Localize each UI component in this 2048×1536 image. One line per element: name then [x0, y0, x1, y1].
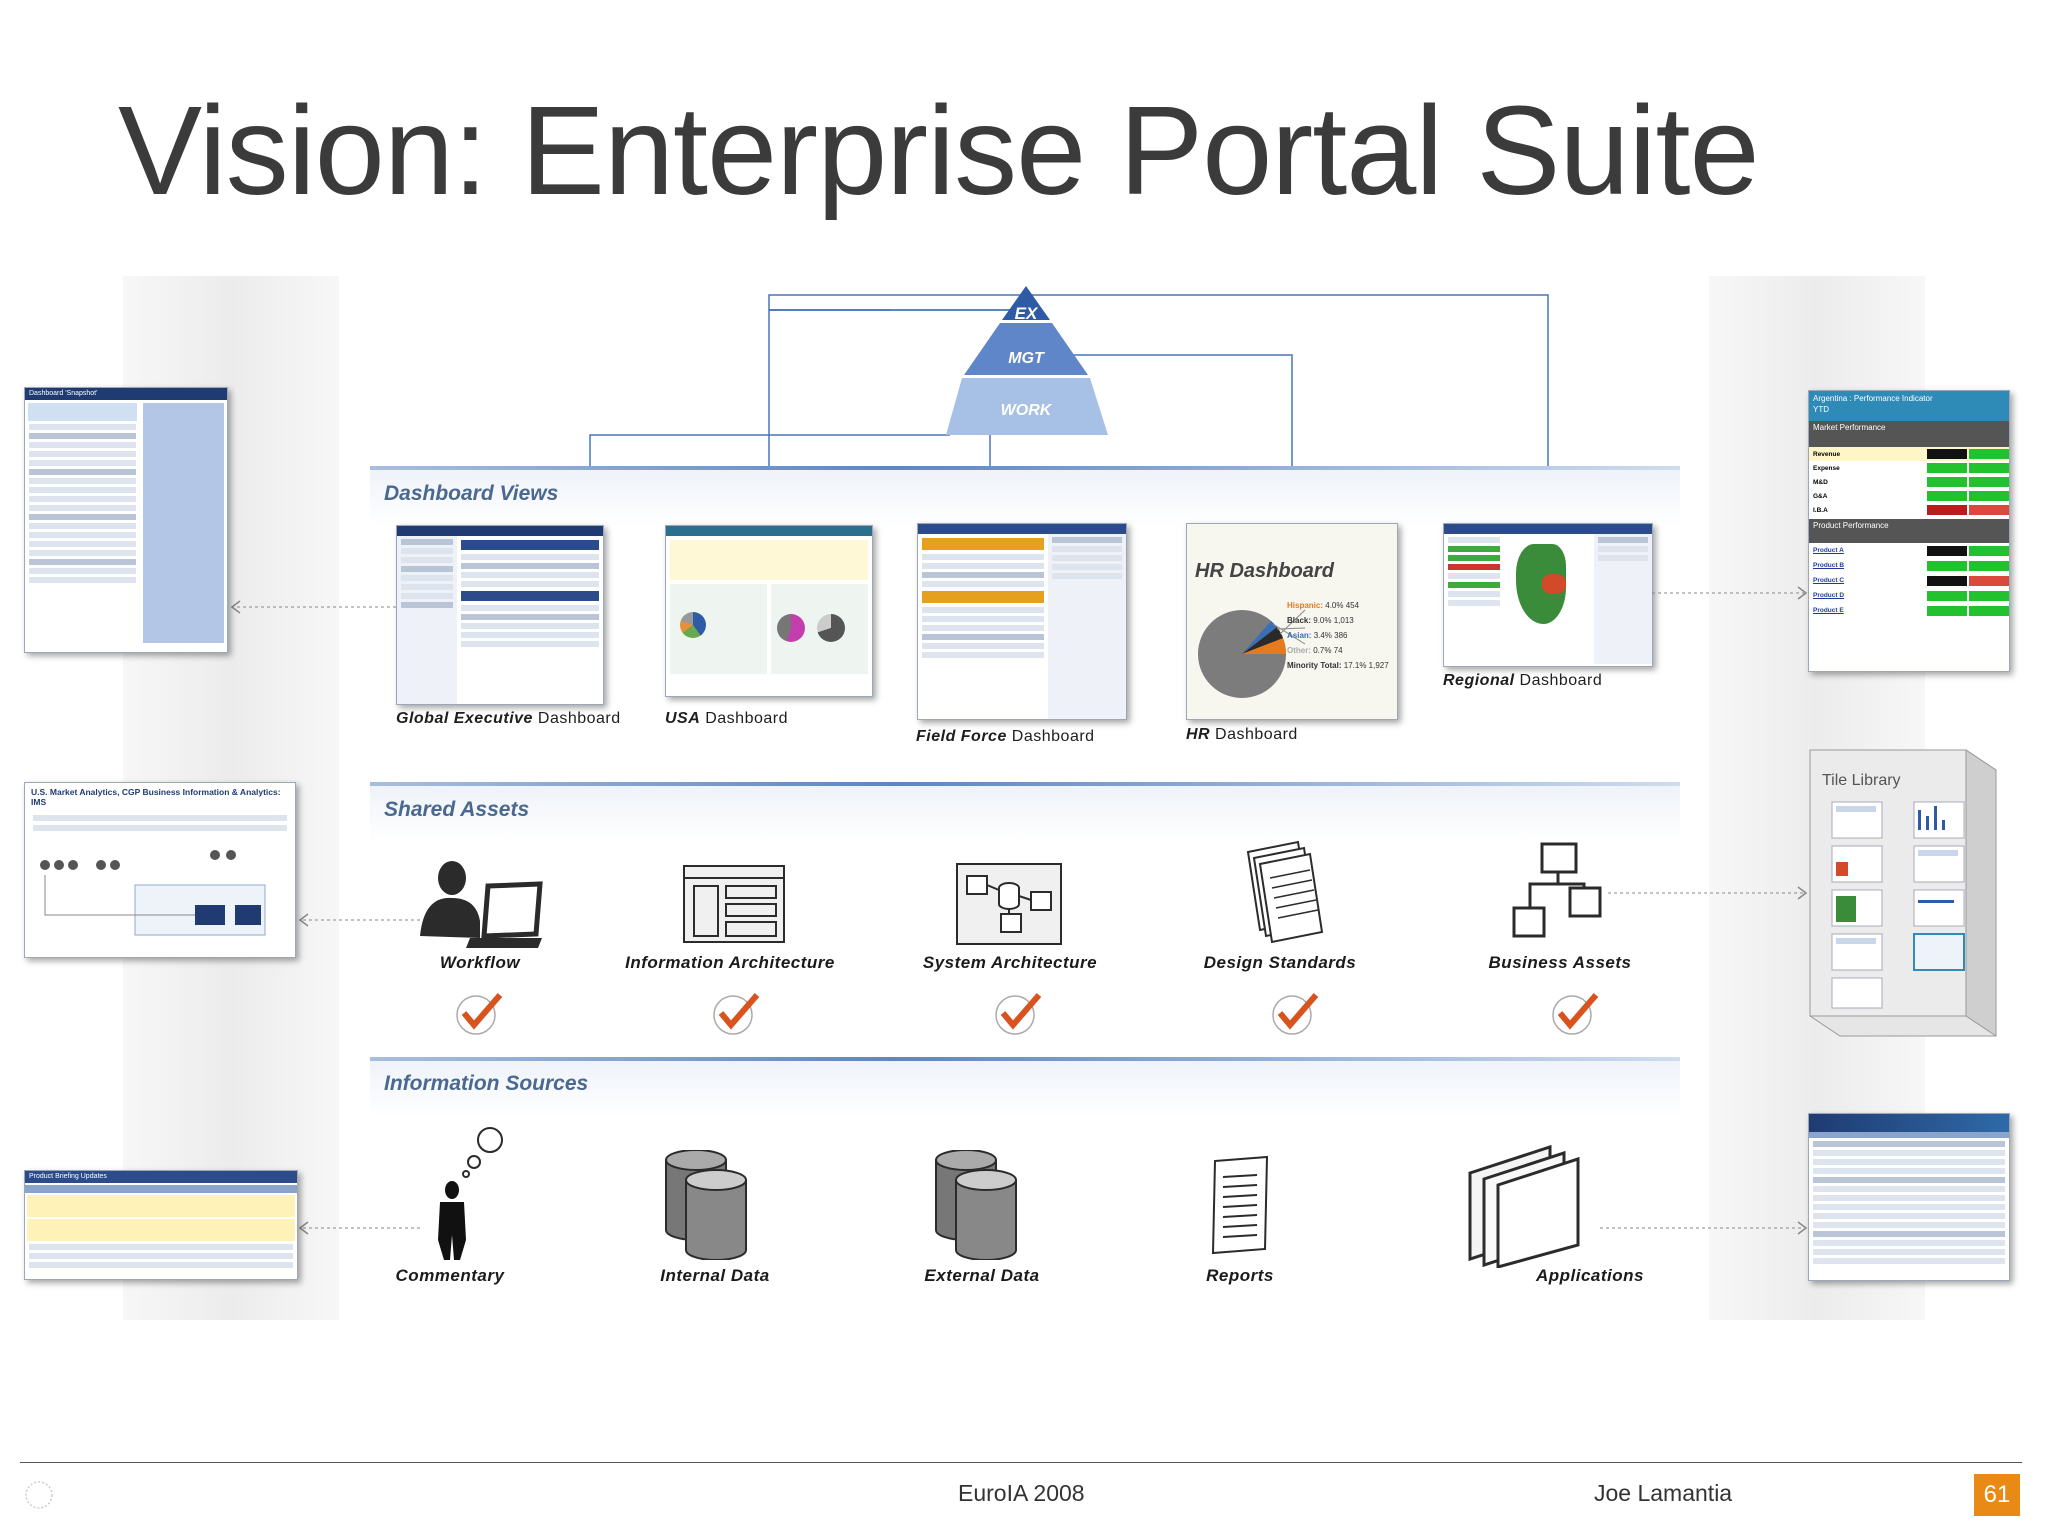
connector-line-usa [761, 309, 1028, 520]
dashboard-snapshot-document-thumbnail[interactable]: Dashboard 'Snapshot' [24, 387, 228, 653]
applications-icon [1468, 1144, 1580, 1268]
information-architecture-icon [683, 865, 785, 943]
caption-hr-dashboard: HR Dashboard [1186, 726, 1298, 743]
external-data-icon [935, 1150, 1017, 1260]
checkmark-icon [995, 993, 1042, 1035]
caption-field-force-dashboard: Field Force Dashboard [916, 728, 1095, 745]
footer-event: EuroIA 2008 [958, 1480, 1085, 1506]
source-label-reports: Reports [1206, 1266, 1274, 1285]
slide-title: Vision: Enterprise Portal Suite [118, 80, 1760, 221]
applications-screenshot-thumbnail[interactable] [1808, 1113, 2010, 1281]
caption-global-executive-dashboard: Global Executive Dashboard [396, 710, 621, 727]
tile-library-title: Tile Library [1822, 772, 1901, 789]
footer-author: Joe Lamantia [1594, 1480, 1733, 1506]
section-title-dashboard-views: Dashboard Views [384, 482, 559, 505]
asset-label-business-assets: Business Assets [1488, 953, 1632, 972]
checkmark-icon [1552, 993, 1599, 1035]
pyramid-mgt [964, 323, 1088, 375]
field-force-dashboard-thumbnail[interactable] [917, 523, 1127, 720]
system-architecture-icon [956, 863, 1062, 945]
section-title-shared-assets: Shared Assets [384, 798, 530, 821]
section-title-information-sources: Information Sources [384, 1072, 589, 1095]
design-standards-icon [1246, 840, 1324, 944]
reports-icon [1211, 1155, 1269, 1255]
commentary-person-icon [438, 1127, 503, 1260]
market-analytics-thumbnail[interactable]: U.S. Market Analytics, CGP Business Info… [24, 782, 296, 958]
asset-label-workflow: Workflow [439, 953, 521, 972]
global-executive-dashboard-thumbnail[interactable] [396, 525, 604, 705]
checkmark-icon [713, 993, 760, 1035]
source-label-commentary: Commentary [395, 1266, 505, 1285]
section-divider [370, 1057, 1680, 1061]
pyramid-label-mgt: MGT [1008, 350, 1045, 367]
checkmark-icon [456, 993, 503, 1035]
source-label-applications: Applications [1535, 1266, 1644, 1285]
checkmark-icon [1272, 993, 1319, 1035]
pyramid-label-ex: EX [1015, 304, 1039, 323]
pyramid-work [946, 378, 1108, 435]
caption-usa-dashboard: USA Dashboard [665, 710, 788, 727]
perf-title: Argentina : Performance Indicator [1813, 394, 1933, 403]
analytics-flow-diagram [40, 850, 266, 936]
market-performance-header: Market Performance [1809, 421, 2009, 447]
internal-data-icon [665, 1150, 747, 1260]
footer-divider [20, 1462, 2022, 1463]
tile-library-box[interactable] [1806, 740, 2002, 1040]
caption-regional-dashboard: Regional Dashboard [1443, 672, 1603, 689]
hr-dashboard-thumbnail[interactable]: HR Dashboard Hispanic: 4.0% 454 Black: 9… [1186, 523, 1398, 720]
section-divider [370, 782, 1680, 786]
pyramid-ex [1002, 286, 1050, 320]
hr-thumbnail-title: HR Dashboard [1195, 560, 1334, 582]
regional-dashboard-thumbnail[interactable] [1443, 523, 1653, 667]
information-sources-section [370, 1057, 1680, 1317]
product-briefing-thumbnail[interactable]: Product Briefing Updates [24, 1170, 298, 1280]
source-label-internal-data: Internal Data [660, 1266, 770, 1285]
asset-label-design-standards: Design Standards [1203, 953, 1357, 972]
usa-dashboard-thumbnail[interactable] [665, 525, 873, 697]
footer-logo-icon [25, 1481, 53, 1509]
pyramid-label-work: WORK [1001, 402, 1053, 419]
analytics-title: U.S. Market Analytics, CGP Business Info… [31, 787, 281, 807]
source-label-external-data: External Data [924, 1266, 1040, 1285]
asset-label-information-architecture: Information Architecture [625, 953, 835, 972]
asset-label-system-architecture: System Architecture [922, 953, 1098, 972]
workflow-icon [420, 861, 543, 948]
performance-indicator-thumbnail[interactable]: Argentina : Performance Indicator YTD Ma… [1808, 390, 2010, 672]
business-assets-icon [1512, 842, 1602, 938]
hr-pie-chart [1198, 609, 1306, 698]
hr-legend: Hispanic: 4.0% 454 Black: 9.0% 1,013 Asi… [1287, 601, 1389, 670]
pyramid-connector-diagram: EX MGT WORK [582, 286, 1556, 520]
connector-line-hr [1030, 354, 1300, 520]
product-briefing-title: Product Briefing Updates [25, 1171, 297, 1183]
snapshot-doc-title: Dashboard 'Snapshot' [25, 388, 227, 400]
section-divider [370, 466, 1680, 470]
connector-line-regional [768, 294, 1556, 520]
perf-subtitle: YTD [1813, 405, 1829, 414]
product-performance-header: Product Performance [1809, 519, 2009, 543]
pyramid: EX MGT WORK [946, 286, 1108, 435]
page-number-badge: 61 [1974, 1474, 2020, 1516]
